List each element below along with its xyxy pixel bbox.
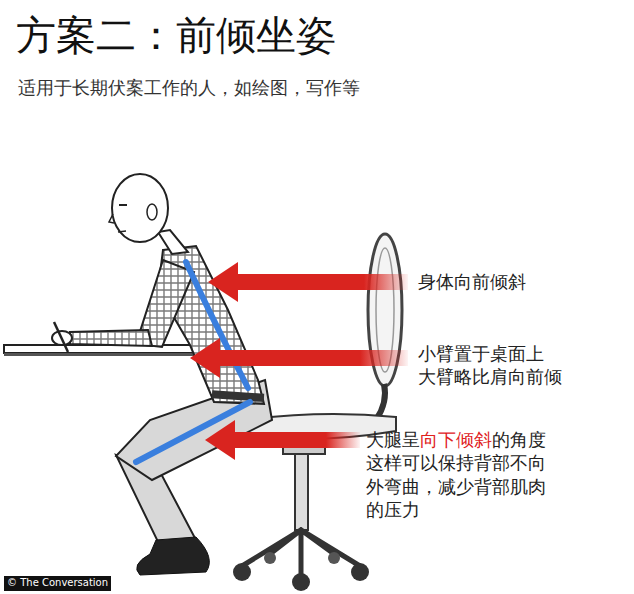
- callout-text: 大腿呈: [366, 429, 420, 450]
- desk: [4, 345, 196, 356]
- subtitle: 适用于长期伏案工作的人，如绘图，写作等: [18, 76, 618, 99]
- highlight-text: 向下倾斜: [420, 429, 492, 450]
- title: 方案二：前倾坐姿: [16, 10, 336, 61]
- callout-text-block: 大腿呈向下倾斜的角度这样可以保持背部不向外弯曲，减少背部肌肉的压力: [366, 428, 552, 522]
- callout-text: 身体向前倾斜: [418, 270, 618, 293]
- seated-person: [52, 174, 272, 575]
- callout-text: 小臂置于桌面上 大臂略比肩向前倾: [418, 342, 608, 388]
- watermark: © The Conversation: [4, 576, 111, 591]
